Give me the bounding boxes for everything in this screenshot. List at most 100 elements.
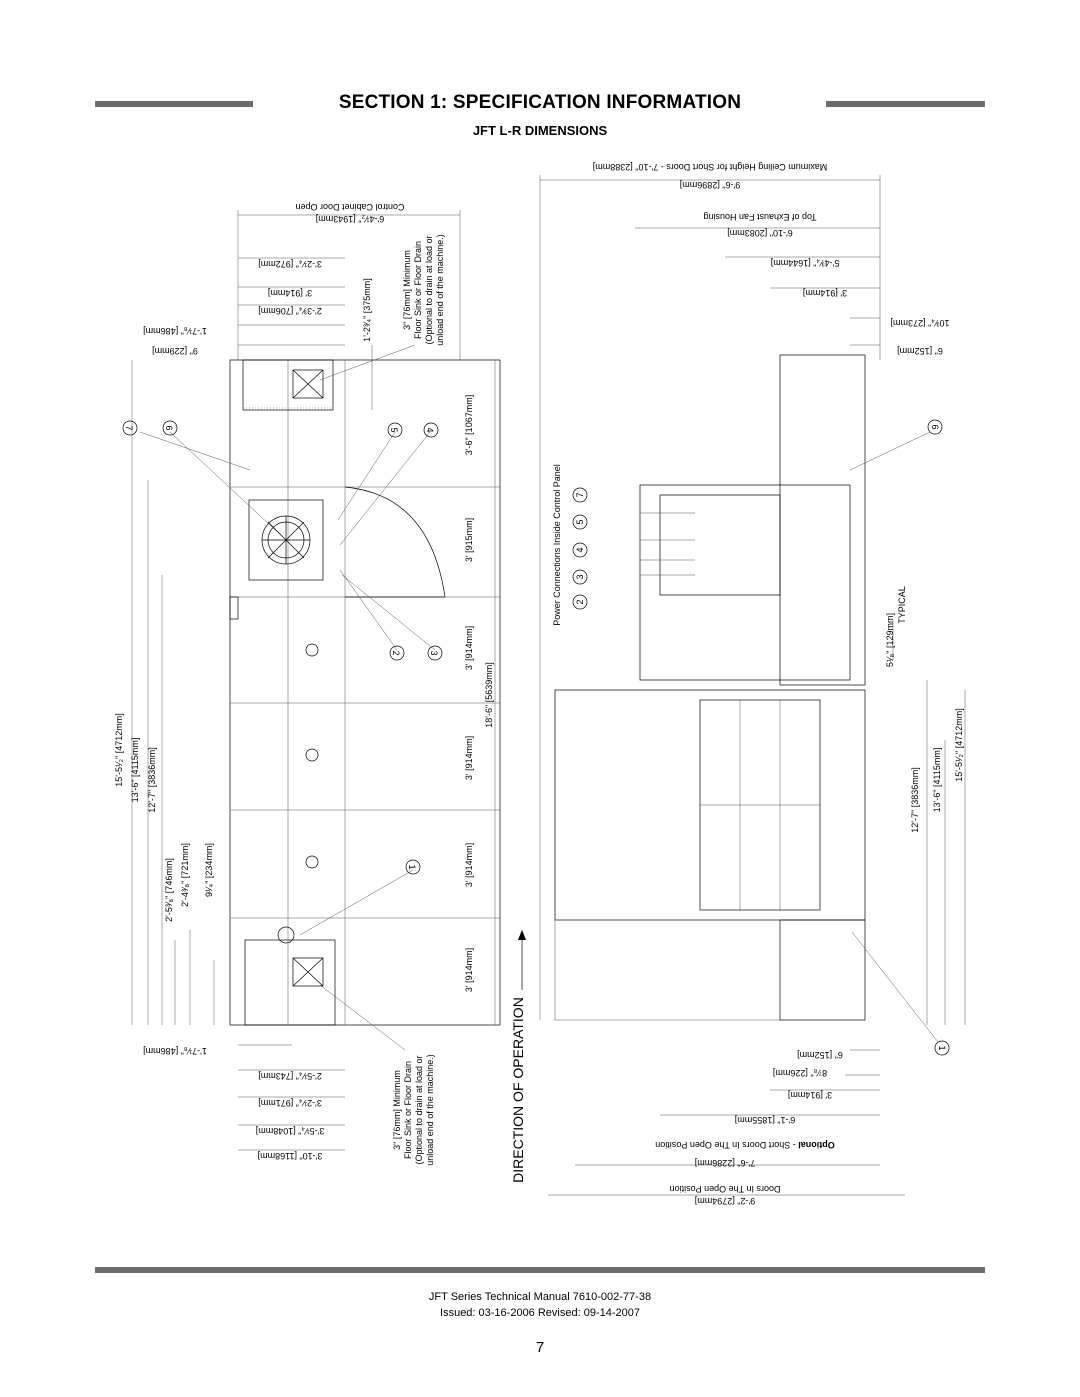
svg-text:8⁷⁄₈" [226mm]: 8⁷⁄₈" [226mm] xyxy=(773,1068,827,1078)
fan-note: Top of Exhaust Fan Housing xyxy=(703,212,816,222)
svg-text:15'-5¹⁄₂" [4712mm]: 15'-5¹⁄₂" [4712mm] xyxy=(954,708,964,781)
svg-text:unload end of the machine.): unload end of the machine.) xyxy=(425,1054,435,1166)
left-machine-outline xyxy=(229,359,501,1026)
drain-note-top: 3" [76mm] Minimum Floor Sink or Floor Dr… xyxy=(402,234,445,346)
fan-dim: 6'-10" [2083mm] xyxy=(727,228,792,238)
svg-text:3'-10" [1168mm]: 3'-10" [1168mm] xyxy=(258,1151,323,1161)
page-number: 7 xyxy=(535,1339,545,1356)
svg-text:6: 6 xyxy=(930,424,940,429)
left-dim-d5: 9" [229mm] xyxy=(152,346,198,356)
optional-note: - Short Doors In The Open Position xyxy=(655,1140,798,1150)
svg-text:3' [914mm]: 3' [914mm] xyxy=(788,1090,832,1100)
right-callouts: 6 1 xyxy=(849,419,950,1056)
callout-5-left: 5 xyxy=(389,427,399,432)
svg-text:10³⁄₄" [273mm]: 10³⁄₄" [273mm] xyxy=(891,318,950,328)
issue-dates: Issued: 03-16-2006 Revised: 09-14-2007 xyxy=(440,1307,640,1319)
left-dimension-lines xyxy=(131,210,496,1151)
svg-text:13'-6" [4115mm]: 13'-6" [4115mm] xyxy=(130,738,140,803)
power-callouts: 7 5 4 3 2 xyxy=(572,487,588,610)
svg-text:2'-5¹⁄₄" [743mm]: 2'-5¹⁄₄" [743mm] xyxy=(258,1071,322,1081)
svg-text:9¹⁄₄" [234mm]: 9¹⁄₄" [234mm] xyxy=(204,843,214,897)
svg-text:3' [914mm]: 3' [914mm] xyxy=(803,288,847,298)
callout-2-left: 2 xyxy=(391,650,401,655)
svg-text:2'-4³⁄₈" [721mm]: 2'-4³⁄₈" [721mm] xyxy=(180,843,190,907)
callout-4-left: 4 xyxy=(425,427,435,432)
right-dimension-lines xyxy=(539,175,966,1196)
drain-offset-dim: 1'-2³⁄₄" [375mm] xyxy=(362,278,372,342)
svg-text:7: 7 xyxy=(575,492,585,497)
svg-text:3'-5¹⁄₄" [1048mm]: 3'-5¹⁄₄" [1048mm] xyxy=(256,1126,325,1136)
section-length-labels: 3'-6" [1067mm] 3' [915mm] 3' [914mm] 3' … xyxy=(464,395,494,992)
svg-text:7'-6" [2286mm]: 7'-6" [2286mm] xyxy=(695,1158,755,1168)
right-bottom-labels: 6" [152mm] 8⁷⁄₈" [226mm] 3' [914mm] 6'-1… xyxy=(655,1050,843,1206)
svg-text:3" [76mm] Minimum: 3" [76mm] Minimum xyxy=(392,1070,402,1150)
ceiling-note: Maximum Ceiling Height for Short Doors -… xyxy=(593,162,828,172)
svg-text:6" [152mm]: 6" [152mm] xyxy=(797,1050,843,1060)
left-dim-d1: 3'-2¹⁄₄" [972mm] xyxy=(258,259,322,269)
power-note: Power Connections Inside Control Panel xyxy=(552,464,562,626)
svg-text:Doors In The Open Position: Doors In The Open Position xyxy=(670,1184,781,1194)
overall-length: 18'-6" [5639mm] xyxy=(484,662,494,727)
svg-text:TYPICAL: TYPICAL xyxy=(897,586,907,624)
svg-text:2: 2 xyxy=(575,599,585,604)
left-vertical-dims: 15'-5¹⁄₂" [4712mm] 13'-6" [4115mm] 12'-7… xyxy=(114,713,214,922)
svg-text:5¹⁄₈" [129mm]: 5¹⁄₈" [129mm] xyxy=(885,613,895,667)
svg-text:9'-2" [2794mm]: 9'-2" [2794mm] xyxy=(695,1196,755,1206)
left-dim-d3: 2'-3³⁄₄" [706mm] xyxy=(258,306,322,316)
header-rule-left xyxy=(95,101,253,107)
left-callouts: 7 6 5 4 2 3 1 xyxy=(122,420,443,875)
svg-text:3" [76mm] Minimum: 3" [76mm] Minimum xyxy=(402,250,412,330)
svg-text:12'-7" [3836mm]: 12'-7" [3836mm] xyxy=(910,767,920,832)
svg-text:(Optional to drain at load or: (Optional to drain at load or xyxy=(424,235,434,344)
svg-text:1: 1 xyxy=(937,1045,947,1050)
svg-text:5'-4³⁄₄" [1644mm]: 5'-4³⁄₄" [1644mm] xyxy=(771,258,840,268)
section-title: SECTION 1: SPECIFICATION INFORMATION xyxy=(338,92,742,113)
svg-text:3' [915mm]: 3' [915mm] xyxy=(464,518,474,562)
svg-text:13'-6" [4115mm]: 13'-6" [4115mm] xyxy=(932,748,942,813)
callout-7-left: 7 xyxy=(124,425,134,430)
callout-6-left: 6 xyxy=(164,425,174,430)
svg-text:6" [152mm]: 6" [152mm] xyxy=(897,346,943,356)
direction-arrow-head xyxy=(518,930,526,940)
cabinet-door-dim: 6'-4¹⁄₂" [1943mm] xyxy=(316,214,384,224)
svg-text:2'-5³⁄₈" [746mm]: 2'-5³⁄₈" [746mm] xyxy=(164,858,174,922)
footer-rule xyxy=(95,1267,985,1273)
right-top-labels: Maximum Ceiling Height for Short Doors -… xyxy=(593,162,950,356)
callout-3-left: 3 xyxy=(429,650,439,655)
svg-text:3' [914mm]: 3' [914mm] xyxy=(464,843,474,887)
cabinet-door-note: Control Cabinet Door Open xyxy=(295,202,404,212)
header-rule-right xyxy=(826,101,985,107)
svg-text:15'-5¹⁄₂" [4712mm]: 15'-5¹⁄₂" [4712mm] xyxy=(114,713,124,786)
left-leader-lines xyxy=(139,344,436,1051)
svg-text:3'-2¹⁄₄" [971mm]: 3'-2¹⁄₄" [971mm] xyxy=(258,1098,322,1108)
callout-1-left: 1 xyxy=(407,864,417,869)
svg-text:4: 4 xyxy=(575,547,585,552)
manual-title: JFT Series Technical Manual 7610-002-77-… xyxy=(428,1291,652,1303)
svg-text:3'-6" [1067mm]: 3'-6" [1067mm] xyxy=(464,395,474,455)
svg-text:3' [914mm]: 3' [914mm] xyxy=(464,626,474,670)
direction-label: DIRECTION OF OPERATION xyxy=(510,997,526,1183)
left-dim-d2: 3' [914mm] xyxy=(268,288,312,298)
svg-text:unload end of the machine.): unload end of the machine.) xyxy=(435,234,445,346)
right-vertical-dims: 5¹⁄₈" [129mm] TYPICAL 12'-7" [3836mm] 13… xyxy=(885,586,964,832)
svg-text:5: 5 xyxy=(575,519,585,524)
optional-label: Optional xyxy=(798,1140,835,1150)
svg-text:(Optional to drain at load or: (Optional to drain at load or xyxy=(414,1055,424,1164)
left-bottom-labels: 1'-7¹⁄₈" [486mm] 2'-5¹⁄₄" [743mm] 3'-2¹⁄… xyxy=(143,1046,324,1161)
svg-text:Floor Sink or Floor Drain: Floor Sink or Floor Drain xyxy=(403,1061,413,1159)
svg-text:3' [914mm]: 3' [914mm] xyxy=(464,948,474,992)
svg-text:1'-7¹⁄₈" [486mm]: 1'-7¹⁄₈" [486mm] xyxy=(143,1046,207,1056)
left-dim-d4: 1'-7¹⁄₈" [486mm] xyxy=(143,326,207,336)
svg-text:6'-1" [1855mm]: 6'-1" [1855mm] xyxy=(735,1115,795,1125)
svg-text:Floor Sink or Floor Drain: Floor Sink or Floor Drain xyxy=(413,241,423,339)
drawing-subtitle: JFT L-R DIMENSIONS xyxy=(472,123,608,138)
svg-text:3: 3 xyxy=(575,574,585,579)
ceiling-dim: 9'-6" [2896mm] xyxy=(680,180,740,190)
drain-note-bottom: 3" [76mm] Minimum Floor Sink or Floor Dr… xyxy=(392,1054,435,1166)
svg-text:3' [914mm]: 3' [914mm] xyxy=(464,736,474,780)
svg-text:Optional - Short Doors In The: Optional - Short Doors In The Open Posit… xyxy=(655,1140,834,1150)
svg-text:12'-7" [3836mm]: 12'-7" [3836mm] xyxy=(147,747,157,812)
right-machine-outline xyxy=(554,354,866,1021)
left-top-labels: Control Cabinet Door Open 6'-4¹⁄₂" [1943… xyxy=(143,202,404,356)
